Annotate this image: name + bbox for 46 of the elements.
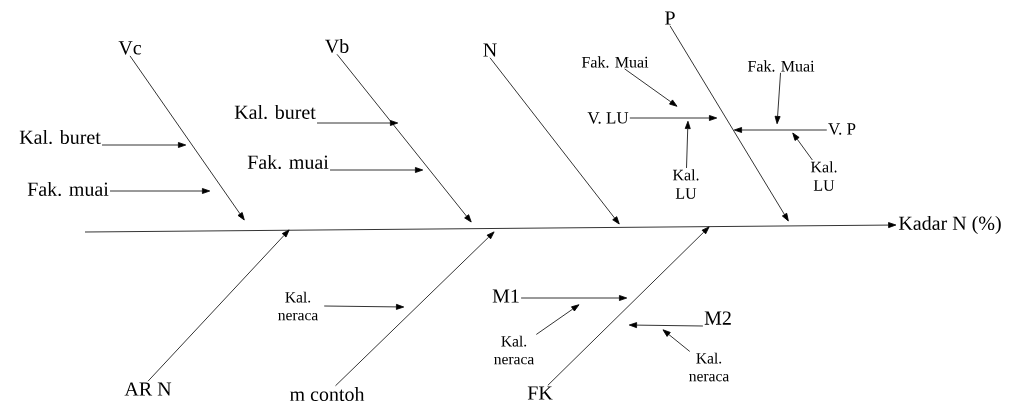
cause-label: P — [665, 11, 675, 25]
cause-label: Kal. LU — [810, 161, 837, 191]
arrow — [662, 329, 691, 352]
cause-label: M2 — [704, 311, 731, 325]
cause-label: Kal. buret — [19, 129, 101, 145]
arrow — [684, 120, 691, 169]
cause-label: Fak. Muai — [581, 56, 649, 68]
cause-label: Kal. LU — [672, 169, 699, 199]
cause-label: Kal. neraca — [278, 291, 318, 321]
cause-label: V. LU — [587, 112, 629, 124]
cause-label: N — [483, 43, 497, 57]
arrow — [792, 132, 813, 161]
bone-arrow — [489, 57, 620, 225]
arrow — [101, 142, 187, 148]
cause-label: Kal. neraca — [494, 335, 534, 365]
effect-label: Kadar N (%) — [898, 215, 1001, 235]
bone-arrow — [147, 229, 290, 382]
arrow — [329, 167, 424, 173]
cause-label: m contoh — [289, 386, 365, 402]
bone-arrow — [335, 231, 495, 387]
cause-label: AR N — [124, 382, 172, 396]
cause-label: M1 — [492, 289, 519, 303]
cause-label: Fak. muai — [247, 154, 329, 170]
arrow — [316, 120, 399, 126]
spine-arrow — [84, 222, 897, 233]
bone-arrow — [129, 55, 245, 221]
cause-label: Fak. Muai — [747, 60, 815, 72]
arrow — [774, 72, 781, 125]
cause-label: Fak. muai — [27, 181, 109, 197]
cause-label: Vb — [325, 38, 349, 54]
cause-label: Kal. neraca — [689, 352, 729, 382]
cause-label: V. P — [828, 123, 856, 135]
arrow — [520, 295, 628, 301]
bone-arrow — [669, 25, 789, 222]
arrow — [628, 322, 704, 329]
arrow — [535, 304, 580, 335]
arrow — [109, 188, 211, 194]
bone-arrow — [547, 226, 710, 386]
arrow — [624, 68, 678, 107]
cause-label: FK — [527, 386, 553, 400]
arrow — [323, 303, 405, 310]
cause-label: Vc — [118, 41, 142, 55]
bone-arrow — [336, 53, 472, 223]
arrow — [733, 127, 828, 133]
arrow — [629, 115, 718, 121]
cause-label: Kal. buret — [234, 104, 316, 120]
